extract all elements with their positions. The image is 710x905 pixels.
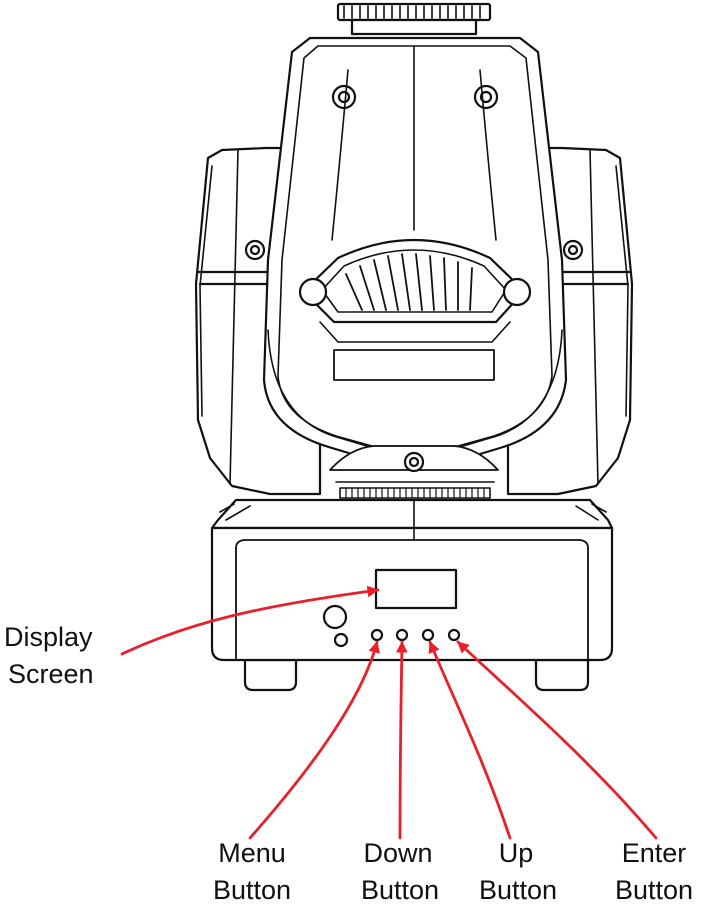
- tilt-boss: [329, 445, 499, 483]
- display-label-line1: Display: [4, 622, 93, 652]
- neck-vent: [339, 487, 491, 499]
- enter-arrow: [456, 640, 658, 840]
- lens-grille: [298, 239, 532, 381]
- menu-button[interactable]: [370, 628, 384, 642]
- top-knob: [336, 2, 492, 36]
- menu-label-line2: Button: [213, 875, 291, 905]
- down-button[interactable]: [395, 628, 409, 642]
- down-label-line2: Button: [361, 875, 439, 905]
- fixture-illustration: [194, 2, 634, 692]
- enter-label-line1: Enter: [622, 838, 687, 868]
- labels: Display Screen Menu Button Down Button U…: [4, 622, 693, 905]
- power-port: [322, 604, 348, 630]
- menu-label-line1: Menu: [218, 838, 286, 868]
- display-label-line2: Screen: [8, 659, 94, 689]
- base-feet: [243, 658, 590, 692]
- down-label-line1: Down: [363, 838, 432, 868]
- up-label-line2: Button: [479, 875, 557, 905]
- callout-arrows: [120, 585, 658, 840]
- enter-label-line2: Button: [615, 875, 693, 905]
- up-button[interactable]: [421, 628, 435, 642]
- fuse-port: [333, 632, 349, 648]
- down-arrow: [395, 640, 408, 840]
- up-label-line1: Up: [499, 838, 534, 868]
- display-arrow: [120, 585, 380, 656]
- base-body: [210, 498, 614, 662]
- display-screen: [374, 568, 458, 610]
- enter-button[interactable]: [447, 628, 461, 642]
- up-arrow: [428, 640, 512, 840]
- menu-arrow: [248, 640, 381, 840]
